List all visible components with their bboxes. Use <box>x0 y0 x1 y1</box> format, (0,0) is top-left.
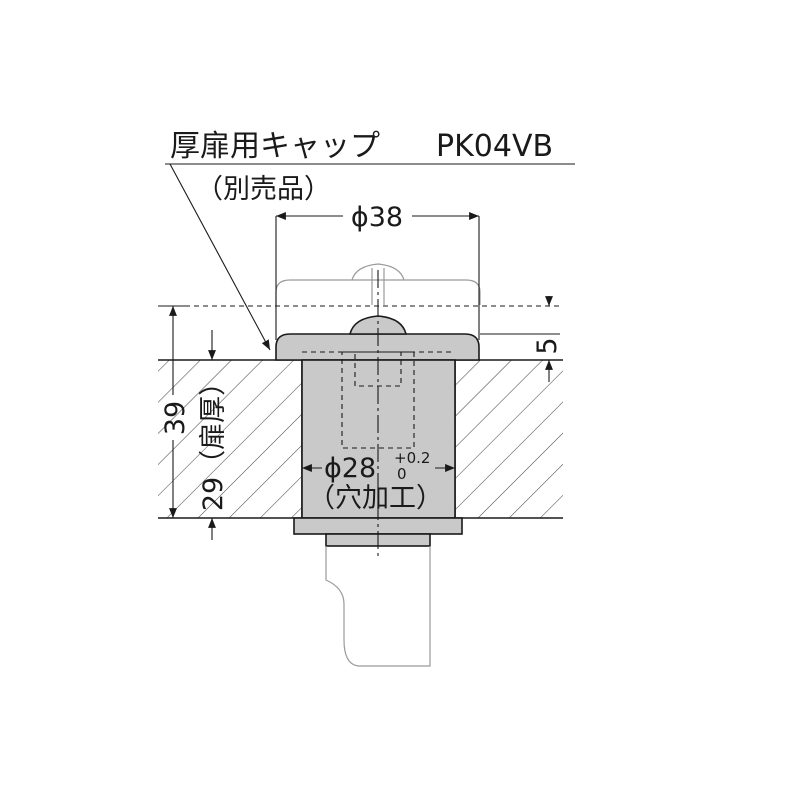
hole-diameter-label: ϕ28 <box>324 453 376 484</box>
hole-tolerance-upper: +0.2 <box>394 449 430 467</box>
door-section <box>158 359 563 519</box>
cap-height-label: 5 <box>532 337 563 354</box>
door-thickness-label: 29（扉厚） <box>198 369 229 511</box>
latch-handle-outline <box>325 546 431 667</box>
callout-leader <box>165 163 575 351</box>
part-code-label: PK04VB <box>436 129 553 164</box>
sold-separately-note: （別売品） <box>196 174 331 205</box>
latch-body <box>275 270 480 667</box>
part-name-label: 厚扉用キャップ <box>170 129 380 164</box>
cap-height-dimension <box>480 296 560 382</box>
total-height-label: 39 <box>160 401 191 435</box>
door-left-section <box>158 360 302 518</box>
cap-diameter-dimension <box>275 212 480 340</box>
hole-tolerance-lower: 0 <box>397 465 407 483</box>
hole-machining-note: （穴加工） <box>308 483 443 514</box>
total-height-dimension <box>158 305 186 518</box>
cap-diameter-label: ϕ38 <box>351 202 403 233</box>
door-right-section <box>455 360 563 518</box>
latch-flange <box>275 333 480 361</box>
